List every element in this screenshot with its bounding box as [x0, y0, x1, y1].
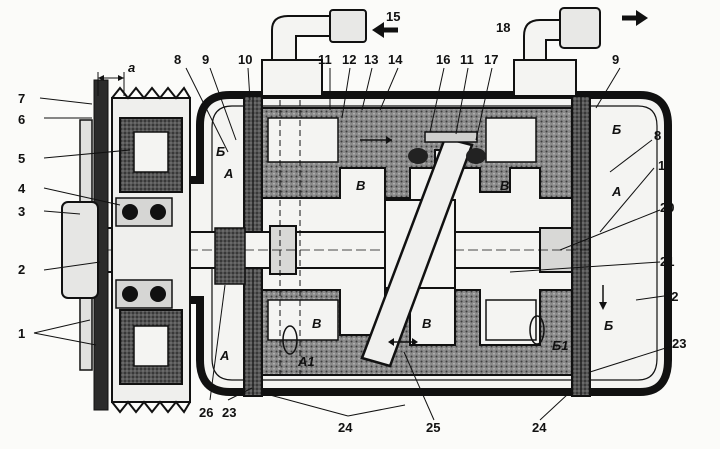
label-23-left: 23 — [222, 405, 236, 420]
zone-letter-labels: a A Б В В A Б A В В A1 Б1 Б — [128, 60, 621, 369]
label-zone-V-4: В — [422, 316, 431, 331]
label-zone-V-2: В — [500, 178, 509, 193]
label-zone-A-left: A — [223, 166, 233, 181]
label-zone-A-right: A — [611, 184, 621, 199]
label-zone-B-left: Б — [216, 144, 225, 159]
label-2: 2 — [18, 262, 25, 277]
label-9-right: 9 — [612, 52, 619, 67]
label-22: 22 — [664, 289, 678, 304]
label-17: 17 — [484, 52, 498, 67]
label-zone-V-1: В — [356, 178, 365, 193]
label-24-left: 24 — [338, 420, 353, 435]
label-16: 16 — [436, 52, 450, 67]
label-zone-V-3: В — [312, 316, 321, 331]
label-8-right: 8 — [654, 128, 661, 143]
suction-fitting — [261, 9, 367, 380]
part-number-labels: 7 6 5 4 3 2 1 8 9 10 11 12 13 14 15 16 1… — [18, 9, 686, 435]
label-5: 5 — [18, 151, 25, 166]
label-8-left: 8 — [174, 52, 181, 67]
label-24-right: 24 — [532, 420, 547, 435]
shaft-seal — [214, 227, 246, 285]
label-23-right: 23 — [672, 336, 686, 351]
discharge-fitting — [513, 7, 601, 97]
swash-plate — [360, 131, 486, 368]
label-19: 19 — [658, 158, 672, 173]
label-zone-A-lower: A — [219, 348, 229, 363]
pulley-clutch — [61, 79, 191, 414]
label-dimension-a: a — [128, 60, 135, 75]
label-26: 26 — [199, 405, 213, 420]
label-3: 3 — [18, 204, 25, 219]
label-6: 6 — [18, 112, 25, 127]
label-4: 4 — [18, 181, 26, 196]
label-zone-B-lower: Б — [604, 318, 613, 333]
label-13: 13 — [364, 52, 378, 67]
label-25: 25 — [426, 420, 440, 435]
label-zone-B1: Б1 — [552, 338, 568, 353]
label-20: 20 — [660, 200, 674, 215]
label-1: 1 — [18, 326, 25, 341]
label-11b: 11 — [460, 52, 474, 67]
label-10: 10 — [238, 52, 252, 67]
label-14: 14 — [388, 52, 403, 67]
label-zone-A1: A1 — [297, 354, 315, 369]
leader-lines — [33, 67, 673, 421]
label-zone-B-right: Б — [612, 122, 621, 137]
flow-arrows — [282, 10, 648, 355]
label-15: 15 — [386, 9, 400, 24]
label-9-left: 9 — [202, 52, 209, 67]
label-18: 18 — [496, 20, 510, 35]
label-21: 21 — [660, 254, 674, 269]
label-12: 12 — [342, 52, 356, 67]
label-7: 7 — [18, 91, 25, 106]
label-11: 11 — [318, 52, 332, 67]
